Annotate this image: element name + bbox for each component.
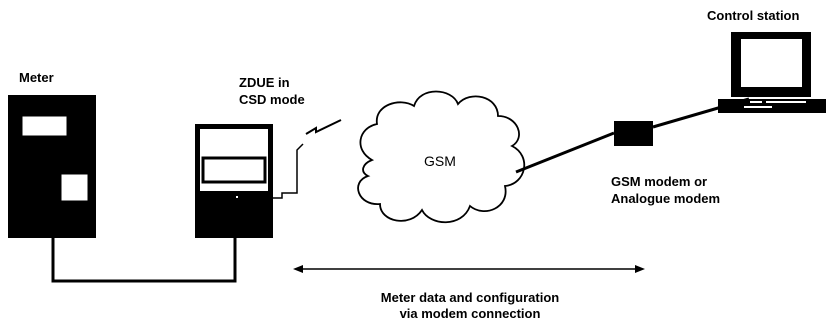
data-flow-arrow [293, 265, 645, 273]
meter-device-icon [8, 95, 96, 238]
gsm-cloud-icon [357, 90, 526, 224]
zdue-modem-icon [195, 124, 304, 238]
modem-label-line1: GSM modem or [611, 174, 707, 189]
zdue-label-line1: ZDUE in [239, 75, 290, 90]
control-station-computer-icon [718, 32, 826, 113]
control-station-label: Control station [707, 8, 799, 23]
wireless-signal-icon [305, 119, 342, 135]
modem-box-icon [614, 121, 653, 146]
meter-cable [51, 238, 237, 283]
caption-line1: Meter data and configuration [381, 290, 559, 305]
modem-label-line2: Analogue modem [611, 191, 720, 206]
gsm-label: GSM [424, 153, 456, 169]
caption-line2: via modem connection [400, 306, 541, 321]
gsm-link-line [515, 131, 615, 174]
zdue-label-line2: CSD mode [239, 92, 305, 107]
meter-label: Meter [19, 70, 54, 85]
